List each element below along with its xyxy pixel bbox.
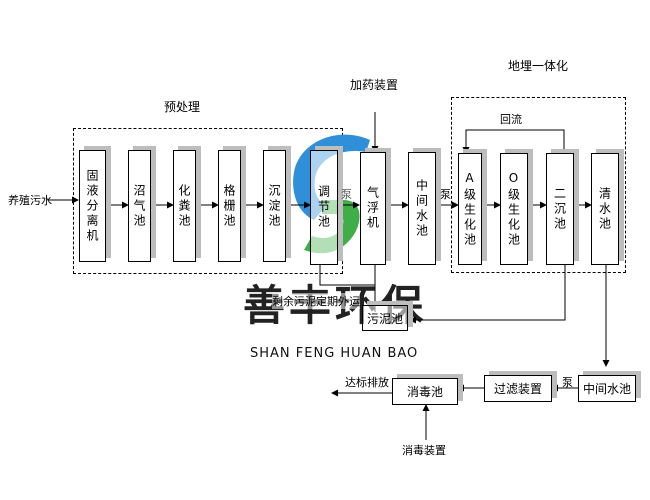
node-air-flotation: 气浮机	[360, 152, 386, 265]
node-label: O级生化池	[506, 170, 521, 248]
node-middle-water-tank-2: 中间水池	[578, 375, 636, 402]
sludge-from-regulate	[319, 265, 375, 286]
node-sludge-tank: 污泥池	[362, 305, 408, 331]
node-label: 格栅池	[222, 183, 236, 229]
discharge-label: 达标排放	[345, 376, 389, 389]
node-regulating-tank: 调节池	[310, 150, 338, 265]
sludge-out-label: 剩余污泥定期外运	[272, 293, 360, 309]
node-label: 清水池	[597, 186, 612, 232]
arrow-sludge-from-secondary	[409, 265, 566, 324]
pump-label-1: 泵	[341, 188, 352, 201]
node-label: 污泥池	[366, 311, 403, 326]
node-septic-tank: 化粪池	[173, 150, 196, 262]
dosing-device-label: 加药装置	[350, 78, 399, 92]
node-label: 中间水池	[582, 382, 631, 396]
node-solid-liquid-separator: 固液分离机	[79, 150, 106, 262]
node-label: 固液分离机	[85, 168, 99, 244]
node-label: 中间水池	[414, 178, 429, 239]
node-o-tank: O级生化池	[500, 153, 528, 265]
node-secondary-settling: 二沉池	[546, 153, 574, 265]
node-label: 二沉池	[552, 186, 567, 232]
node-label: 调节池	[316, 185, 331, 230]
integrated-group-frame	[451, 97, 626, 273]
pump-label-3: 泵	[562, 376, 573, 389]
arrow-reflux	[462, 129, 565, 154]
pump-label-2: 泵	[440, 188, 451, 201]
node-grid-tank: 格栅池	[218, 150, 241, 262]
node-clear-water-tank: 清水池	[591, 153, 619, 265]
node-label: 化粪池	[177, 183, 191, 229]
node-label: 沉淀池	[267, 183, 281, 229]
pretreatment-label: 预处理	[164, 100, 201, 114]
inlet-label: 养殖污水	[8, 194, 52, 207]
watermark-subtitle: SHAN FENG HUAN BAO	[250, 346, 419, 361]
disinfect-device-label: 消毒装置	[402, 444, 446, 457]
integrated-label: 地埋一体化	[508, 59, 569, 73]
node-disinfection-tank: 消毒池	[392, 378, 458, 405]
node-settling-tank: 沉淀池	[263, 150, 286, 262]
node-a-tank: A级生化池	[458, 153, 482, 265]
node-biogas-tank: 沼气池	[128, 150, 151, 262]
node-label: A级生化池	[462, 170, 477, 248]
node-filter-device: 过滤装置	[484, 375, 552, 402]
node-label: 过滤装置	[493, 382, 542, 396]
node-label: 沼气池	[132, 183, 146, 229]
reflux-label: 回流	[500, 113, 522, 126]
node-label: 消毒池	[406, 385, 443, 399]
node-label: 气浮机	[365, 186, 380, 231]
node-middle-water-tank-1: 中间水池	[408, 152, 436, 265]
